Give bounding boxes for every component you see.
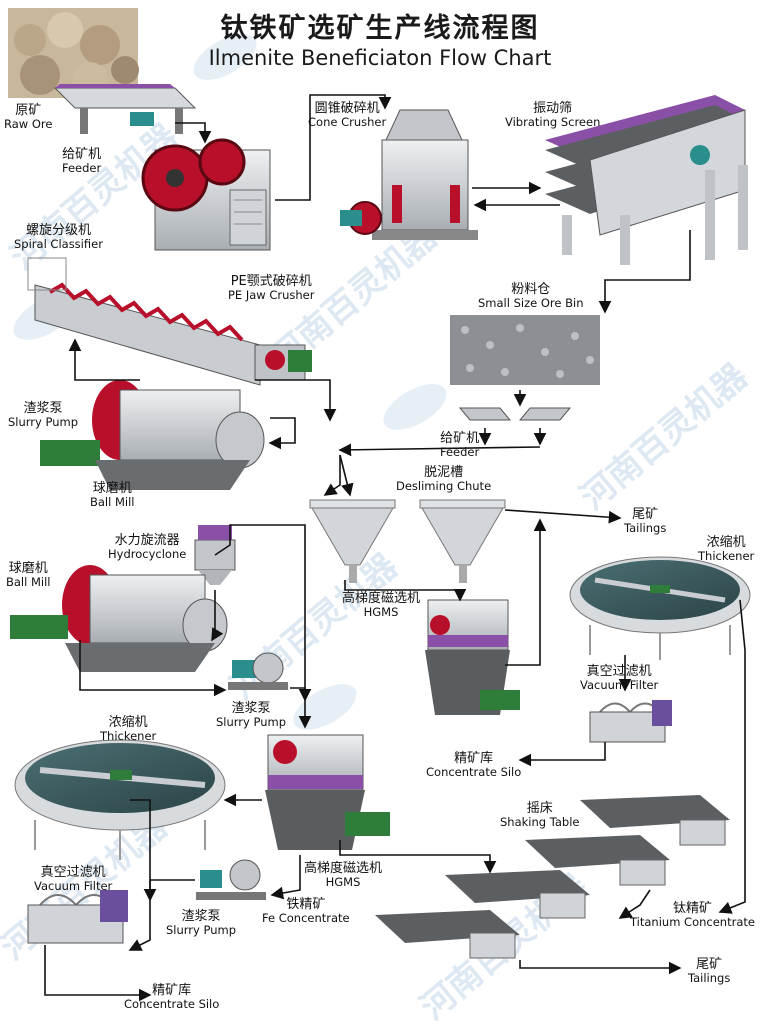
desliming-chutes — [309, 499, 506, 583]
ball-mill-1-machine — [40, 380, 265, 490]
slurry-pump-3-machine — [196, 859, 266, 900]
hgms-2-machine — [265, 734, 390, 850]
ore-bin — [450, 315, 600, 385]
title-en: Ilmenite Beneficiaton Flow Chart — [208, 46, 552, 70]
shaking-tables — [375, 795, 730, 959]
spiral-classifier-machine — [27, 257, 312, 386]
jaw-crusher-machine — [141, 138, 271, 251]
thickener-1-machine — [569, 556, 751, 660]
flow-arrows — [44, 94, 746, 1002]
ball-mill-2-machine — [10, 565, 228, 672]
hgms-1-machine — [425, 599, 520, 715]
feeder-top-machine — [53, 84, 197, 134]
hydrocyclone-machine — [194, 525, 236, 585]
slurry-pump-2-machine — [228, 652, 288, 690]
vibrating-screen-machine — [545, 95, 748, 265]
feeder-small-machines — [458, 407, 572, 421]
title-cn: 钛铁矿选矿生产线流程图 — [220, 13, 540, 44]
thickener-2-machine — [14, 739, 226, 860]
vacuum-filter-2-machine — [27, 890, 128, 944]
vacuum-filter-1-machine — [589, 700, 672, 743]
cone-crusher-machine — [340, 109, 478, 240]
